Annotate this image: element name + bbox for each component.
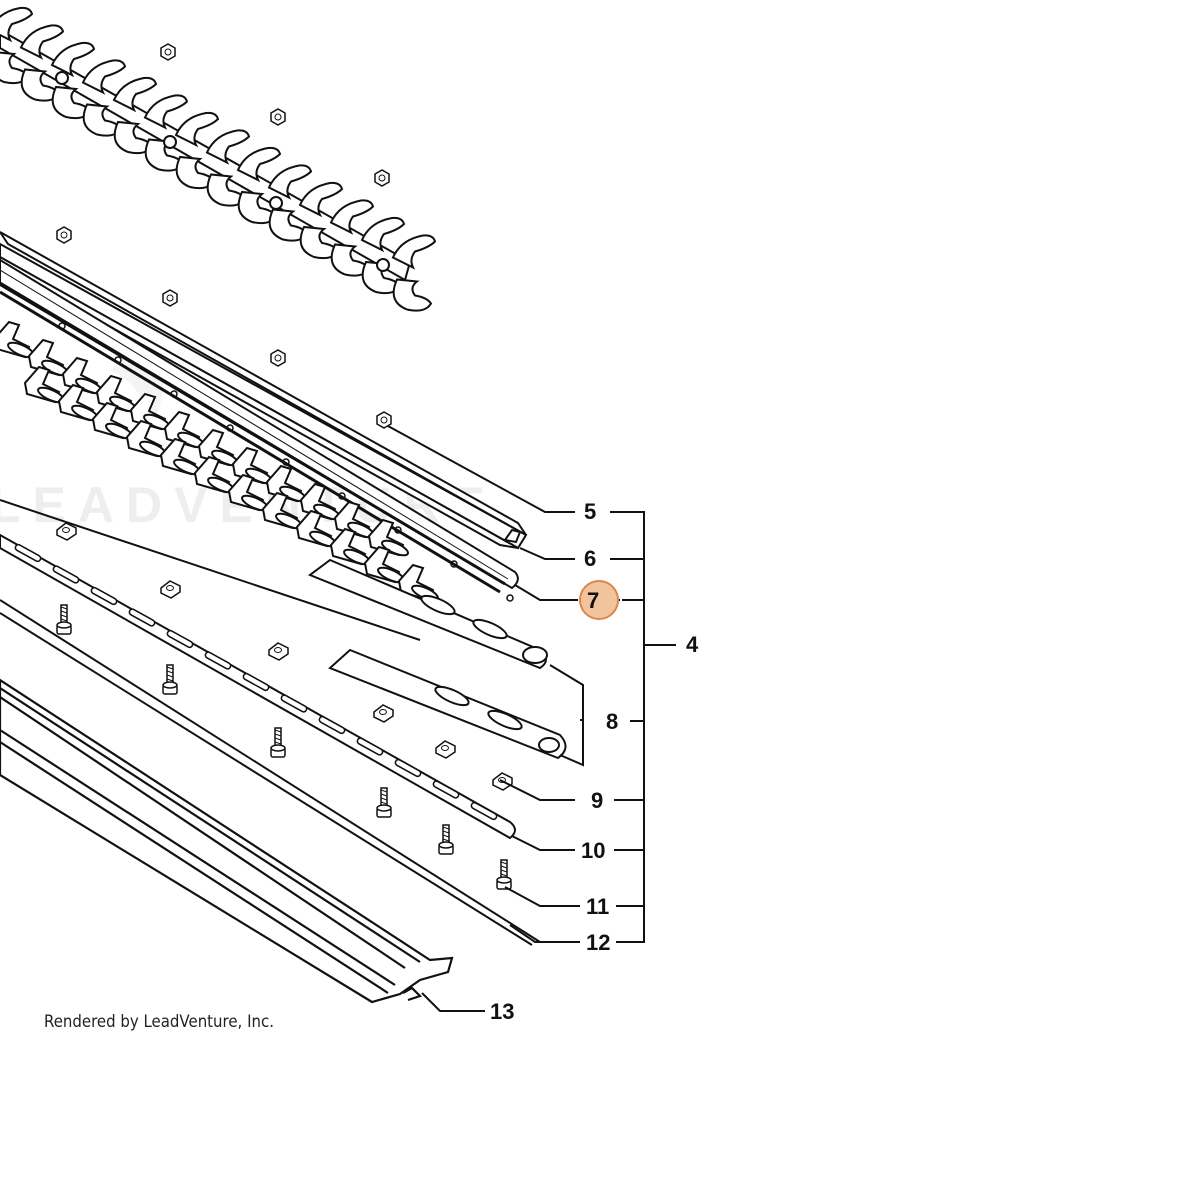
upper-blade-tooth xyxy=(391,234,437,270)
callout-leader-lines xyxy=(387,425,676,1012)
lower-blade-slot xyxy=(381,539,409,557)
upper-blade-tooth xyxy=(392,278,433,312)
callout-9[interactable]: 9 xyxy=(591,788,603,813)
square-nut xyxy=(435,740,456,759)
upper-blade-tooth xyxy=(174,111,220,148)
upper-blade-tooth xyxy=(267,164,313,200)
callout-6[interactable]: 6 xyxy=(584,546,596,571)
hex-nut xyxy=(160,43,176,61)
strip-slot xyxy=(432,780,460,799)
part-10-slots xyxy=(14,543,498,821)
part-5-guide-rail xyxy=(0,231,528,550)
callout-13[interactable]: 13 xyxy=(490,999,514,1024)
part-6-spacer-plate xyxy=(0,258,519,590)
hex-nut xyxy=(270,108,286,126)
square-nut xyxy=(56,522,77,541)
upper-blade-tooth xyxy=(205,129,251,165)
upper-blade-tooth xyxy=(298,181,344,218)
upper-blade-tooth xyxy=(19,24,65,60)
render-credit: Rendered by LeadVenture, Inc. xyxy=(44,1012,274,1032)
upper-blade-tooth xyxy=(143,94,189,130)
part-8-slotted-bar-lower xyxy=(328,648,567,760)
upper-blade-tooth xyxy=(329,199,375,235)
part-13-blade-guard xyxy=(0,678,454,1004)
rivet xyxy=(55,71,69,85)
square-nut xyxy=(373,704,394,723)
strip-slot xyxy=(470,801,498,821)
upper-blade-tooth xyxy=(360,216,406,253)
rivet xyxy=(269,196,283,210)
plate-hole xyxy=(506,594,514,602)
cap-screw xyxy=(270,727,286,758)
callout-labels: 5 6 7 4 8 9 10 11 12 13 xyxy=(490,499,699,1024)
strip-slot xyxy=(14,543,42,563)
upper-cutter-blade xyxy=(0,6,437,312)
cap-screw xyxy=(376,787,392,818)
cap-screw xyxy=(162,664,178,695)
callout-11[interactable]: 11 xyxy=(586,894,609,919)
lower-cutter-blade xyxy=(0,320,439,641)
strip-slot xyxy=(128,608,156,627)
strip-slot xyxy=(242,672,270,692)
hex-nut-group xyxy=(56,43,392,429)
hex-nut xyxy=(376,411,392,429)
strip-slot xyxy=(280,694,308,713)
cap-screw xyxy=(56,604,72,635)
strip-slot xyxy=(356,737,384,756)
rivet xyxy=(163,135,177,149)
callout-7[interactable]: 7 xyxy=(587,588,599,613)
upper-blade-tooth xyxy=(236,146,282,183)
strip-slot xyxy=(90,586,118,606)
upper-blade-tooth xyxy=(112,76,158,113)
strip-slot xyxy=(318,715,346,735)
callout-4[interactable]: 4 xyxy=(686,632,699,657)
part-12-rail xyxy=(0,599,541,946)
strip-slot xyxy=(52,565,80,584)
upper-blade-tooth xyxy=(50,41,96,78)
cap-screw xyxy=(496,859,512,890)
lower-blade-edge xyxy=(0,499,421,641)
callout-10[interactable]: 10 xyxy=(581,838,605,863)
square-nut xyxy=(160,580,181,599)
hex-nut xyxy=(56,226,72,244)
part-7-strip xyxy=(0,281,506,594)
strip-slot xyxy=(166,629,194,649)
strip-slot xyxy=(394,758,422,778)
upper-blade-tooth xyxy=(0,6,34,43)
upper-blade-tooth xyxy=(81,59,127,95)
callout-8[interactable]: 8 xyxy=(606,709,618,734)
highlight-marker-7[interactable] xyxy=(579,580,619,620)
strip-slot xyxy=(204,651,232,670)
callout-5[interactable]: 5 xyxy=(584,499,596,524)
rivet xyxy=(376,258,390,272)
hex-nut xyxy=(270,349,286,367)
hex-nut xyxy=(374,169,390,187)
cap-screw xyxy=(438,824,454,855)
square-nut xyxy=(268,642,289,661)
callout-12[interactable]: 12 xyxy=(586,930,610,955)
part-8-slotted-bar-upper xyxy=(307,558,548,670)
part-11-screws xyxy=(56,604,512,890)
hex-nut xyxy=(162,289,178,307)
